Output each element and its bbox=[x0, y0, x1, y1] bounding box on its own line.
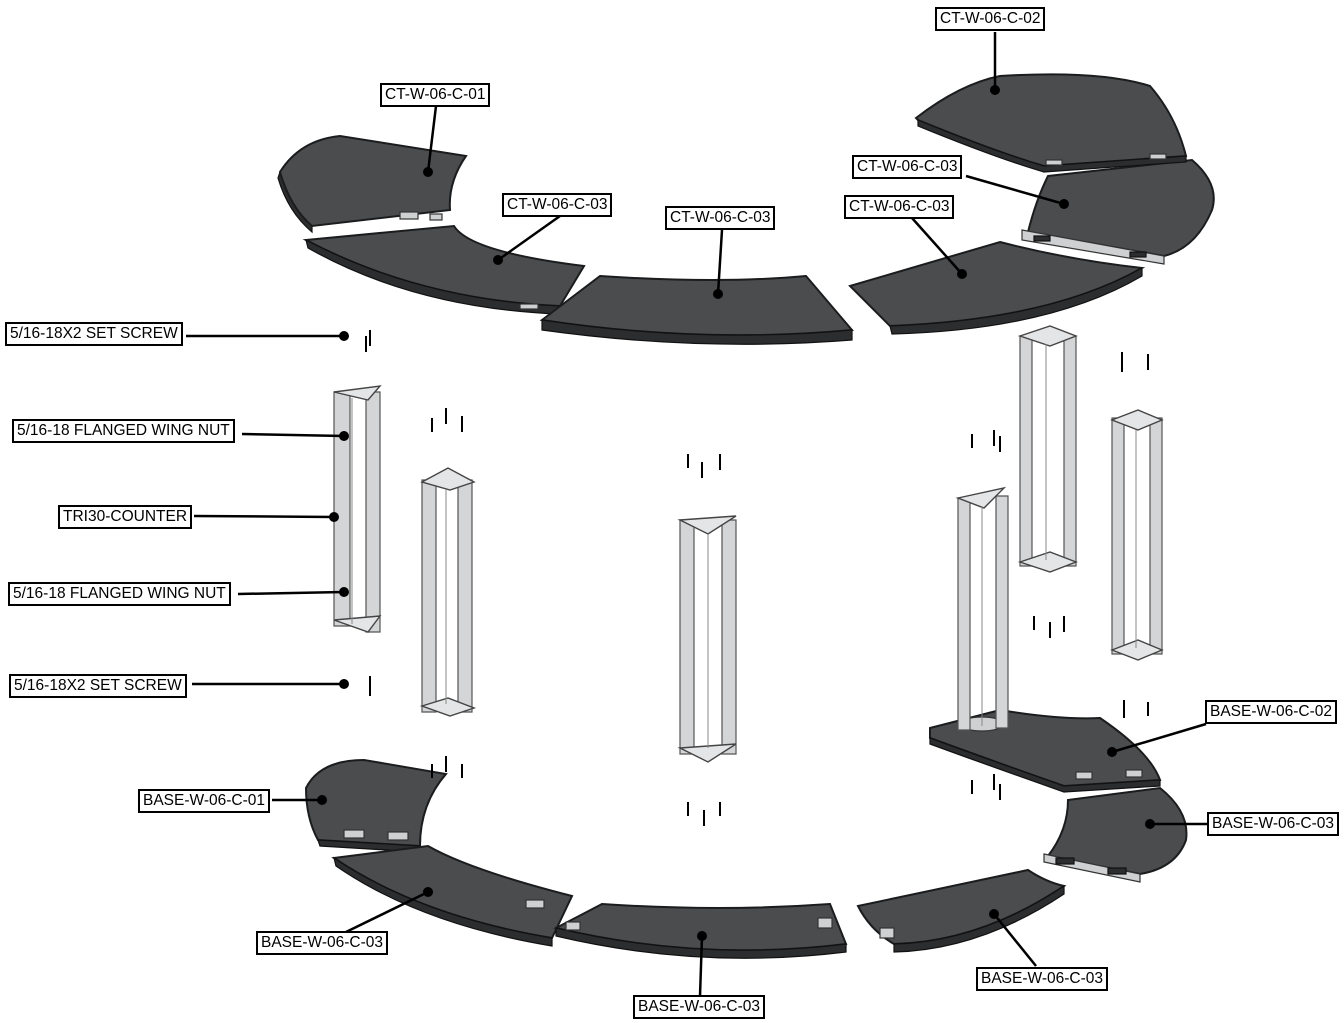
counter-top-segment-03-left bbox=[302, 224, 586, 315]
callout-base-w-06-c-03-left: BASE-W-06-C-03 bbox=[256, 931, 389, 955]
callout-ct-w-06-c-03-upper-right: CT-W-06-C-03 bbox=[852, 155, 963, 179]
truss-column-left-2 bbox=[419, 467, 477, 717]
callout-base-w-06-c-01: BASE-W-06-C-01 bbox=[138, 789, 271, 813]
callout-set-screw-top: 5/16-18X2 SET SCREW bbox=[5, 322, 183, 346]
base-segment-03-center bbox=[553, 902, 848, 959]
set-screws bbox=[365, 330, 1149, 826]
truss-column-right-back bbox=[1017, 325, 1078, 573]
callout-ct-w-06-c-03-left: CT-W-06-C-03 bbox=[502, 193, 613, 217]
leader-lines bbox=[186, 32, 1210, 997]
base-segment-01 bbox=[304, 758, 448, 853]
callout-base-w-06-c-03-center: BASE-W-06-C-03 bbox=[633, 995, 766, 1019]
truss-column-left bbox=[333, 385, 382, 633]
callout-base-w-06-c-03-right: BASE-W-06-C-03 bbox=[1207, 812, 1340, 836]
callout-ct-w-06-c-02: CT-W-06-C-02 bbox=[935, 7, 1046, 31]
callout-ct-w-06-c-01: CT-W-06-C-01 bbox=[380, 83, 491, 107]
counter-top-segment-02 bbox=[914, 73, 1188, 173]
callout-ct-w-06-c-03-center: CT-W-06-C-03 bbox=[665, 206, 776, 230]
truss-column-right-front bbox=[955, 486, 1009, 731]
callout-wing-nut-top: 5/16-18 FLANGED WING NUT bbox=[12, 419, 235, 443]
base-segment-02 bbox=[929, 708, 1162, 793]
base-segment-03-left bbox=[331, 844, 574, 947]
counter-top-segment-03-upper-right bbox=[1021, 158, 1215, 265]
truss-column-center bbox=[677, 515, 737, 763]
callout-wing-nut-bottom: 5/16-18 FLANGED WING NUT bbox=[8, 582, 231, 606]
base-segment-03-lower-right bbox=[856, 868, 1067, 953]
counter-top-segment-03-right bbox=[848, 240, 1146, 335]
counter-top-segment-01 bbox=[277, 134, 468, 234]
callout-truss: TRI30-COUNTER bbox=[58, 505, 193, 529]
callout-base-w-06-c-03-lower-right: BASE-W-06-C-03 bbox=[976, 967, 1109, 991]
callout-ct-w-06-c-03-right: CT-W-06-C-03 bbox=[844, 195, 955, 219]
callout-base-w-06-c-02: BASE-W-06-C-02 bbox=[1205, 700, 1338, 724]
callout-set-screw-bottom: 5/16-18X2 SET SCREW bbox=[9, 674, 187, 698]
base-segment-03-right bbox=[1043, 786, 1188, 883]
counter-top-segment-03-center bbox=[539, 274, 855, 345]
truss-column-right bbox=[1110, 409, 1164, 661]
